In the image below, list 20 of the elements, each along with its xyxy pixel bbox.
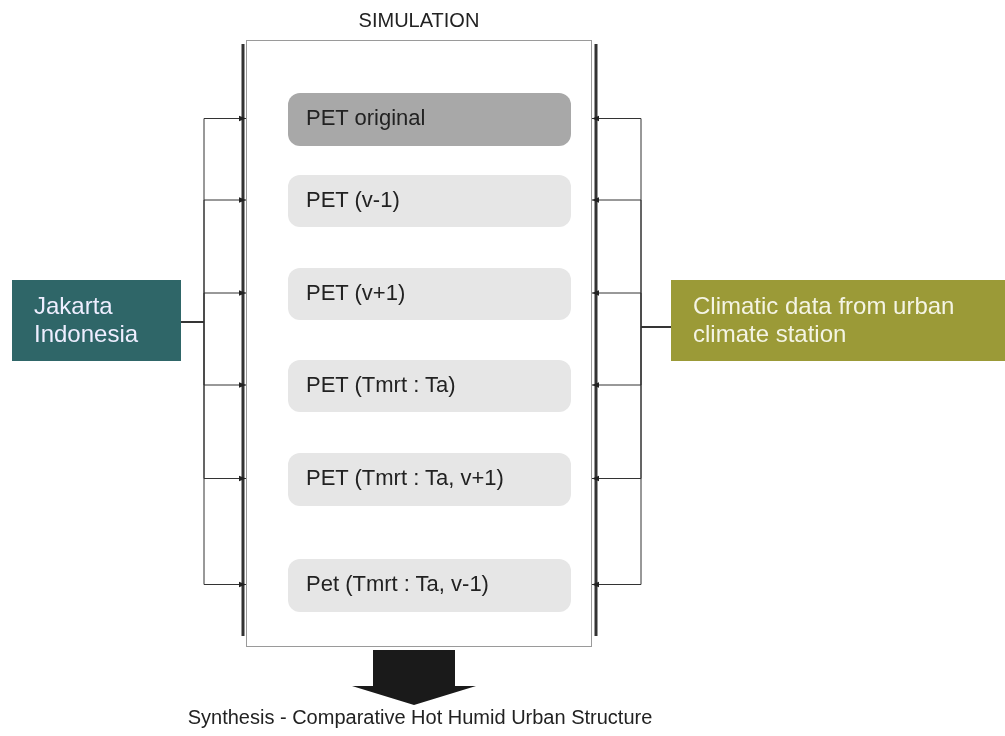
- input-box: [671, 280, 1005, 361]
- box-label: Jakarta Indonesia: [34, 292, 140, 348]
- frame-title: SIMULATION: [357, 9, 481, 32]
- process-box: [288, 360, 571, 412]
- box-label: PET (v-1): [306, 187, 400, 213]
- box-label: PET (v+1): [306, 280, 406, 306]
- box-label: Pet (Tmrt : Ta, v-1): [306, 571, 489, 597]
- block-arrow: [352, 650, 476, 705]
- process-box: [288, 268, 571, 320]
- process-box: [288, 175, 571, 227]
- arrow: [180, 321, 247, 588]
- box-label: PET original: [306, 105, 426, 131]
- box-label: Climatic data from urban climate station: [693, 292, 956, 348]
- process-box: [288, 453, 571, 506]
- process-box: [288, 93, 571, 146]
- process-box: [288, 559, 571, 612]
- box-label: PET (Tmrt : Ta, v+1): [306, 465, 504, 491]
- output-label: Synthesis - Comparative Hot Humid Urban Structure: [186, 706, 654, 729]
- box-label: PET (Tmrt : Ta): [306, 372, 456, 398]
- input-box: [12, 280, 181, 361]
